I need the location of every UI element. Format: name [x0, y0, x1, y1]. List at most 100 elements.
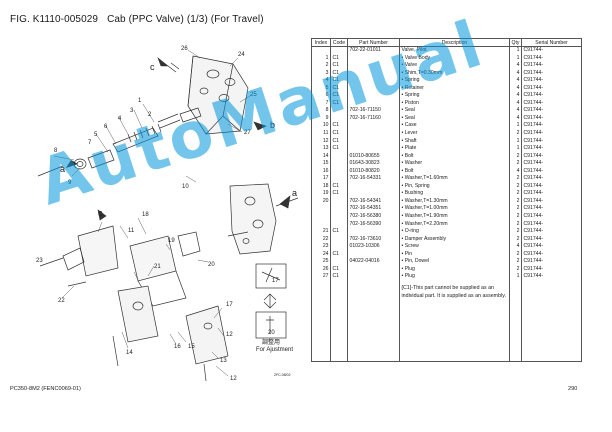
callout-14: 14: [126, 350, 133, 356]
callout-3: 3: [130, 108, 134, 114]
cell-serial-number: C91744-: [521, 77, 582, 85]
callout-25: 25: [250, 92, 257, 98]
cell-code: [330, 175, 348, 183]
cell-qty: 1: [509, 122, 522, 131]
valve-body-drawing: [167, 55, 249, 135]
callout-labels: 26 24 27 25 1 2 3 4 6 5 7 8 9 10 11 18 1…: [36, 46, 279, 382]
cell-description: • Washer,T=1.30mm: [399, 197, 510, 206]
table-note-empty-cell: [311, 280, 331, 362]
table-note-row: [C1]-This part cannot be supplied as an …: [311, 280, 582, 362]
callout-7: 7: [88, 140, 92, 146]
cell-code: C1: [330, 265, 348, 274]
cell-part-number: [347, 54, 400, 63]
cell-index: [311, 220, 331, 229]
cell-serial-number: C91744-: [521, 46, 582, 55]
cell-part-number: 01643-30823: [347, 160, 400, 168]
cell-description: • Case: [399, 122, 510, 131]
header-qty: Qty: [509, 38, 522, 47]
port-c-lower: c: [98, 208, 103, 218]
cell-code: [330, 213, 348, 221]
cell-code: C1: [330, 69, 348, 78]
cell-part-number: 702-16-73610: [347, 235, 400, 244]
cell-serial-number: C91744-: [521, 92, 582, 100]
cell-qty: 1: [509, 273, 522, 281]
cell-qty: 4: [509, 84, 522, 93]
callout-16: 16: [174, 344, 181, 350]
cell-qty: 2: [509, 205, 522, 214]
table-note: [C1]-This part cannot be supplied as an …: [399, 280, 510, 362]
callout-6: 6: [104, 124, 108, 130]
cell-part-number: [347, 99, 400, 108]
cell-part-number: [347, 69, 400, 78]
cell-index: 15: [311, 160, 331, 168]
cell-part-number: [347, 273, 400, 281]
cell-part-number: 702-16-54351: [347, 205, 400, 214]
cell-description: • Bushing: [399, 190, 510, 198]
cell-index: 25: [311, 258, 331, 266]
cell-part-number: 702-16-56380: [347, 213, 400, 221]
cell-code: [330, 160, 348, 168]
cell-serial-number: C91744-: [521, 265, 582, 274]
cell-code: [330, 107, 348, 115]
cell-index: 2: [311, 62, 331, 70]
cell-serial-number: C91744-: [521, 62, 582, 70]
callout-17b: 17: [272, 278, 279, 284]
adjustment-detail-drawing: [255, 263, 287, 339]
cell-qty: 4: [509, 107, 522, 115]
callout-8: 8: [54, 148, 58, 154]
cell-description: • Washer,T=1.00mm: [399, 205, 510, 214]
cell-index: 8: [311, 107, 331, 115]
cell-index: [311, 205, 331, 214]
cell-description: • Valve: [399, 62, 510, 70]
callout-13: 13: [220, 358, 227, 364]
cell-index: 3: [311, 69, 331, 78]
callout-17: 17: [226, 302, 233, 308]
footer-model: PC350-8M2 (FENC0069-01): [10, 386, 81, 392]
cell-part-number: [347, 137, 400, 146]
cell-code: C1: [330, 92, 348, 100]
cell-index: [311, 46, 331, 55]
cell-code: C1: [330, 122, 348, 131]
cell-part-number: 702-16-56390: [347, 220, 400, 229]
cell-code: C1: [330, 182, 348, 191]
cell-qty: 1: [509, 145, 522, 153]
cell-qty: 4: [509, 92, 522, 100]
table-note-empty-cell: [509, 280, 522, 362]
cell-part-number: [347, 265, 400, 274]
cell-qty: 4: [509, 243, 522, 251]
cell-index: 9: [311, 114, 331, 123]
port-a-left: a: [60, 164, 65, 174]
cell-qty: 2: [509, 190, 522, 198]
cell-index: 19: [311, 190, 331, 198]
port-b: b: [270, 120, 275, 130]
cell-index: 16: [311, 167, 331, 176]
cell-qty: 1: [509, 46, 522, 55]
cell-code: [330, 152, 348, 161]
header-serial-number: Serial Number: [521, 38, 582, 47]
cell-serial-number: C91744-: [521, 84, 582, 93]
cell-code: C1: [330, 130, 348, 138]
cell-part-number: 04022-04016: [347, 258, 400, 266]
cell-index: 10: [311, 122, 331, 131]
cell-code: C1: [330, 99, 348, 108]
cell-serial-number: C91744-: [521, 160, 582, 168]
callout-23: 23: [36, 258, 43, 264]
cell-serial-number: C91744-: [521, 130, 582, 138]
cell-description: • Spring: [399, 77, 510, 85]
adjust-label-en: For Ajustment: [256, 347, 293, 353]
adjust-label-jp: 調整用: [262, 338, 280, 346]
